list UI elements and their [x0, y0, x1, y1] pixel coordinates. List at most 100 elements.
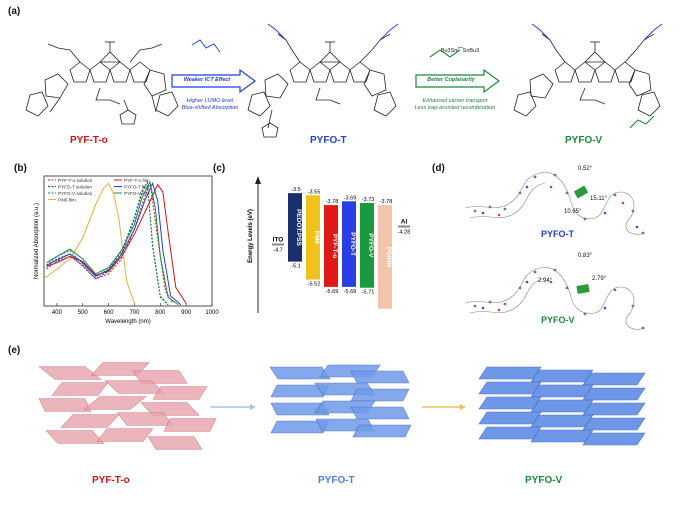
bar-top-value-4: -3.69	[344, 195, 357, 201]
stack-sheet-blue-9	[270, 420, 330, 434]
series-line-0	[46, 182, 174, 304]
stack-sheet-ordered-2	[582, 372, 646, 386]
x-tick-label: 700	[129, 310, 140, 316]
x-tick-label: 400	[52, 310, 63, 316]
angle-pyfo-t-2: 15.11°	[590, 196, 607, 202]
stack-arrow-1-head	[250, 404, 256, 410]
panel-label-d: (d)	[432, 163, 445, 174]
panel-label-e: (e)	[8, 345, 21, 356]
bar-top-value-3: -3.78	[326, 199, 339, 205]
stack-sheet-blue-0	[269, 366, 331, 380]
molecule-name-pyf-t-o: PYF-T-o	[70, 135, 108, 146]
stack-sheet-red-14	[147, 436, 203, 450]
arrow1-bottom-text-1: Higher LUMO level	[186, 98, 234, 104]
stack-sheet-red-12	[45, 430, 105, 444]
level-value-0: -4.7	[273, 248, 282, 254]
stack-sheet-blue-5	[350, 388, 410, 402]
series-line-4	[46, 183, 187, 304]
x-tick-label: 500	[78, 310, 89, 316]
level-bar-1	[288, 193, 302, 262]
stack-sheet-red-10	[116, 412, 174, 426]
arrow1-top-text: Weaker ICT Effect	[183, 77, 231, 83]
legend-label-4: PYF-T-o film	[124, 178, 150, 183]
bar-label-4: PYFO-T	[349, 232, 356, 256]
stack-label-pyf-t-o: PYF-T-o	[92, 475, 130, 486]
energy-axis-label: Energy Levels (eV)	[248, 209, 254, 263]
x-tick-label: 800	[155, 310, 166, 316]
panel-d-structures	[464, 172, 646, 330]
bar-label-6: PDINN	[385, 247, 392, 268]
level-bar-4	[342, 201, 356, 287]
arrow2-bottom-text-1: Enhanced carrier transport	[422, 98, 488, 104]
stack-sheet-red-9	[60, 414, 120, 428]
bar-top-value-1: -3.5	[291, 187, 300, 193]
stack-sheet-red-5	[152, 386, 208, 400]
stack-sheet-ordered-5	[582, 387, 646, 401]
x-tick-label: 900	[181, 310, 192, 316]
structure-label-pyfo-v: PYFO-V	[541, 315, 575, 325]
series-line-6	[46, 180, 179, 306]
bar-bottom-value-4: -5.69	[344, 289, 357, 295]
stack-sheet-ordered-6	[478, 396, 542, 410]
stack-arrow-2-head	[460, 404, 466, 410]
level-bar-5	[360, 202, 374, 288]
stack-sheet-ordered-1	[530, 369, 594, 383]
y-axis-label: Normalized Absorption (a.u.)	[34, 203, 40, 279]
panel-a-structures	[25, 23, 663, 138]
bar-label-3: PYF-T-o	[331, 234, 338, 259]
molecule-pyf-t-o	[25, 41, 179, 125]
molecule-name-pyfo-t: PYFO-T	[310, 135, 347, 146]
stack-sheet-ordered-7	[530, 399, 594, 413]
stack-sheet-ordered-13	[530, 429, 594, 443]
legend-label-6: PYFO-V film	[124, 191, 150, 196]
legend-label-3: PM6 film	[58, 198, 76, 203]
level-name-7: Al	[401, 219, 408, 226]
arrow-2	[415, 68, 501, 94]
bar-label-1: PEDOT:PSS	[295, 209, 302, 247]
molecule-pyfo-v	[513, 33, 661, 117]
structure-label-pyfo-t: PYFO-T	[541, 229, 574, 239]
stack-sheet-red-13	[96, 428, 154, 442]
bar-bottom-value-5: -5.71	[362, 290, 375, 296]
stack-sheet-blue-2	[350, 370, 410, 384]
legend-label-0: PYF-T-o solution	[58, 178, 93, 183]
panel-label-b: (b)	[14, 163, 27, 174]
stack-sheet-blue-8	[350, 406, 410, 420]
reagent-label: Bu3Sn⁄⁀SnBu3	[440, 48, 480, 54]
stack-sheet-ordered-3	[478, 381, 542, 395]
level-value-7: -4.28	[398, 230, 411, 236]
panel-label-c: (c)	[213, 163, 226, 174]
arrow2-bottom-text-2: Less trap-assisted recombination	[414, 105, 496, 111]
bar-top-value-5: -3.73	[362, 197, 375, 203]
stack-sheet-ordered-9	[478, 411, 542, 425]
stack-sheet-ordered-8	[582, 402, 646, 416]
bar-top-value-6: -3.78	[380, 199, 393, 205]
stack-sheet-red-6	[38, 398, 92, 412]
arrow-1	[171, 68, 257, 94]
stack-sheet-blue-11	[352, 424, 412, 438]
bar-top-value-2: -3.55	[308, 189, 321, 195]
stack-sheet-blue-6	[270, 402, 330, 416]
angle-pyfo-t-1: 0.52°	[578, 166, 593, 172]
angle-pyfo-v-3: 2.79°	[592, 276, 607, 282]
series-line-2	[46, 180, 169, 306]
series-line-3	[43, 182, 135, 304]
bar-bottom-value-3: -5.69	[326, 289, 339, 295]
level-bar-2	[306, 195, 320, 280]
x-tick-label: 600	[104, 310, 115, 316]
stack-sheet-red-3	[51, 382, 109, 396]
plot-frame	[43, 175, 213, 307]
molecule-pyfo-t	[247, 33, 397, 138]
bar-bottom-value-1: -5.1	[291, 264, 300, 270]
stack-sheet-red-0	[38, 366, 102, 380]
energy-axis-arrow	[255, 176, 261, 184]
stack-sheet-ordered-12	[478, 426, 542, 440]
structure-pyfo-t	[464, 172, 646, 235]
stack-sheet-ordered-10	[530, 414, 594, 428]
level-bar-6	[378, 205, 392, 309]
x-axis-label: Wavelength (nm)	[105, 319, 150, 325]
angle-pyfo-v-2: 2.94°	[538, 278, 553, 284]
stack-sheet-ordered-11	[582, 417, 646, 431]
structure-pyfo-v	[464, 267, 646, 330]
